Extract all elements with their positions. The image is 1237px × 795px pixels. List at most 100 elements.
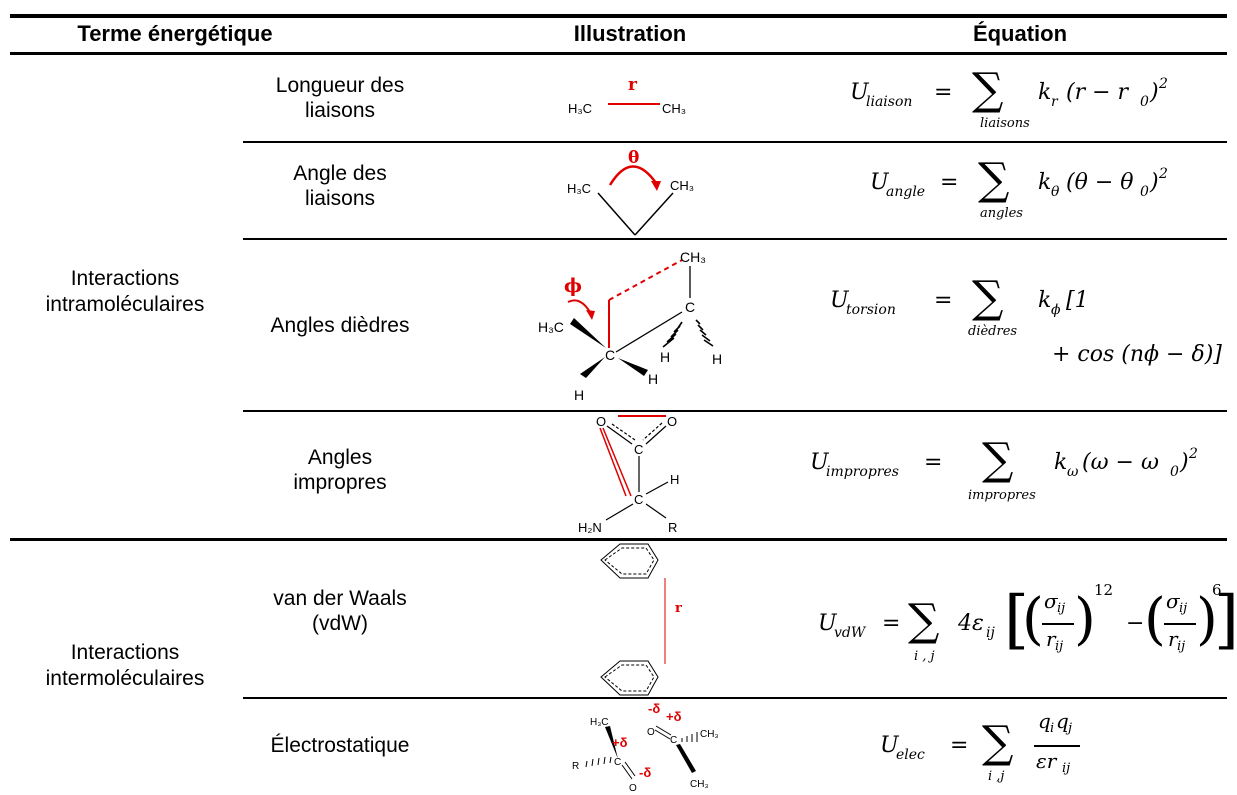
improper-co-right — [645, 425, 667, 445]
improper-o-left: O — [596, 414, 606, 429]
vdw-benzene-top — [600, 543, 659, 579]
eq-vdw-sigma1: σ — [1044, 589, 1058, 613]
eq-vdw-sum: ∑ — [908, 595, 940, 646]
header-equation: Équation — [972, 21, 1068, 46]
elec-left-hash — [585, 756, 612, 768]
eq-elec-eq: = — [950, 733, 969, 758]
eq-vdw-lhs-sub: vdW — [834, 625, 866, 641]
row-label-elec-line1: Électrostatique — [270, 733, 410, 757]
row-label-bond-line1: Longueur des — [275, 74, 405, 97]
eq-torsion-k-sub: ϕ — [1051, 302, 1061, 318]
eq-angle-body-sub: 0 — [1140, 184, 1149, 200]
eq-imp-sum-sub: impropres — [968, 488, 1036, 503]
eq-vdw-sigma2: σ — [1166, 589, 1180, 613]
vdw-label-r: r — [675, 601, 682, 616]
dihedral-h-far: H — [712, 351, 722, 367]
dihedral-hash-right — [695, 319, 714, 347]
equation-impropres: U impropres = ∑ impropres k ω (ω − ω 0 )… — [810, 420, 1230, 520]
dihedral-h-bottom: H — [574, 387, 584, 403]
illustration-elec: H₃C +δ R C O -δ -δ O +δ C CH₃ CH₃ — [572, 701, 719, 794]
eq-imp-lhs: U — [810, 450, 829, 475]
eq-angle-power: 2 — [1159, 166, 1168, 182]
row-label-improper: Angles impropres — [245, 444, 435, 496]
angle-label-theta: θ — [628, 148, 639, 168]
equation-torsion: U torsion = ∑ dièdres k ϕ [1 + cos (nϕ −… — [830, 268, 1222, 388]
eq-vdw-r2-sub: ij — [1177, 639, 1186, 654]
dihedral-hash-left — [662, 321, 683, 348]
elec-left-co-1 — [621, 764, 633, 780]
row-label-dihedral-line1: Angles dièdres — [270, 313, 410, 337]
header-illustration: Illustration — [573, 21, 687, 46]
improper-co-right-dash — [642, 422, 663, 441]
bond-left-atom: H₃C — [568, 101, 592, 116]
equation-liaison: U liaison = ∑ liaisons k r (r − r 0 ) 2 — [830, 60, 1220, 140]
elec-left-pos: +δ — [612, 735, 628, 750]
improper-red-diag-1 — [602, 427, 632, 497]
row-label-bond: Longueur des liaisons — [245, 72, 435, 124]
row-label-improper-line1: Angles — [307, 446, 373, 469]
elec-left-o: O — [629, 783, 637, 794]
elec-left-c: C — [614, 757, 621, 768]
eq-elec-num2-sub: j — [1068, 721, 1073, 736]
section-divider — [10, 538, 1227, 541]
improper-o-right: O — [667, 414, 677, 429]
row-divider-2 — [243, 238, 1227, 240]
eq-elec-den: εr — [1036, 749, 1057, 773]
elec-left-wedge — [605, 726, 618, 759]
angle-arc — [608, 165, 658, 186]
row-label-dihedral: Angles dièdres — [245, 310, 435, 340]
eq-angle-body: (θ − θ — [1066, 170, 1134, 195]
dihedral-arrowhead — [586, 310, 595, 320]
equation-elec: U elec = ∑ i ,j q i q j εr ij — [880, 705, 1180, 795]
eq-elec-lhs: U — [880, 733, 899, 758]
dihedral-arc — [567, 299, 591, 313]
eq-vdw-paren2-close: ) — [1196, 587, 1218, 652]
eq-torsion-lhs: U — [830, 288, 849, 313]
row-label-vdw: van der Waals (vdW) — [245, 585, 435, 637]
illustration-bond: r H₃C CH₃ — [568, 75, 686, 116]
row-divider-3 — [243, 410, 1227, 412]
equation-vdw: U vdW = ∑ i , j 4ε ij [ ( σ ij r ij ) 12… — [810, 575, 1237, 685]
illustration-vdw: r — [600, 543, 682, 696]
eq-angle-tail: ) — [1150, 170, 1159, 195]
improper-c-top: C — [634, 442, 643, 457]
equation-angle: U angle = ∑ angles k θ (θ − θ 0 ) 2 — [830, 150, 1220, 230]
improper-r: R — [668, 520, 677, 535]
improper-co-left — [606, 425, 633, 445]
dihedral-red-dashed — [608, 259, 683, 301]
dihedral-c2: C — [685, 299, 695, 315]
eq-elec-fracline — [1034, 745, 1080, 747]
eq-imp-power: 2 — [1189, 446, 1198, 462]
row-label-angle-line1: Angle des — [293, 162, 387, 185]
eq-vdw-paren1-open: ( — [1022, 587, 1044, 652]
category-inter: Interactions intermoléculaires — [0, 636, 250, 696]
eq-angle-sum: ∑ — [978, 154, 1010, 205]
eq-liaison-tail: ) — [1150, 80, 1159, 105]
elec-right-co-1 — [654, 729, 671, 740]
eq-torsion-sum-sub: dièdres — [968, 324, 1018, 339]
eq-imp-k-sub: ω — [1067, 464, 1079, 480]
eq-vdw-sigma2-sub: ij — [1179, 601, 1188, 616]
eq-liaison-body: (r − r — [1066, 80, 1129, 105]
eq-vdw-sum-sub: i , j — [914, 649, 935, 664]
eq-elec-lhs-sub: elec — [896, 747, 925, 763]
eq-torsion-k: k — [1038, 288, 1052, 313]
eq-vdw-eq: = — [882, 611, 901, 636]
dihedral-top-atom: CH₃ — [680, 249, 706, 265]
elec-right-ch3-bottom: CH₃ — [690, 779, 709, 790]
eq-elec-num1-sub: i — [1050, 721, 1055, 736]
improper-h: H — [670, 472, 679, 487]
eq-elec-sum: ∑ — [982, 717, 1014, 768]
illustration-angle: θ H₃C CH₃ — [567, 148, 694, 236]
top-border — [10, 14, 1227, 18]
row-label-improper-line2: impropres — [293, 471, 387, 494]
improper-ch-bond — [645, 481, 669, 495]
eq-vdw-bracket-close: ] — [1214, 583, 1237, 657]
elec-right-c: C — [670, 735, 677, 746]
eq-vdw-paren1-close: ) — [1074, 587, 1096, 652]
eq-imp-tail: ) — [1180, 450, 1189, 475]
row-label-elec: Électrostatique — [245, 730, 435, 760]
category-inter-line2: intermoléculaires — [45, 667, 205, 690]
dihedral-left-atom: H₃C — [538, 319, 564, 335]
header-term: Terme énergétique — [77, 21, 273, 46]
